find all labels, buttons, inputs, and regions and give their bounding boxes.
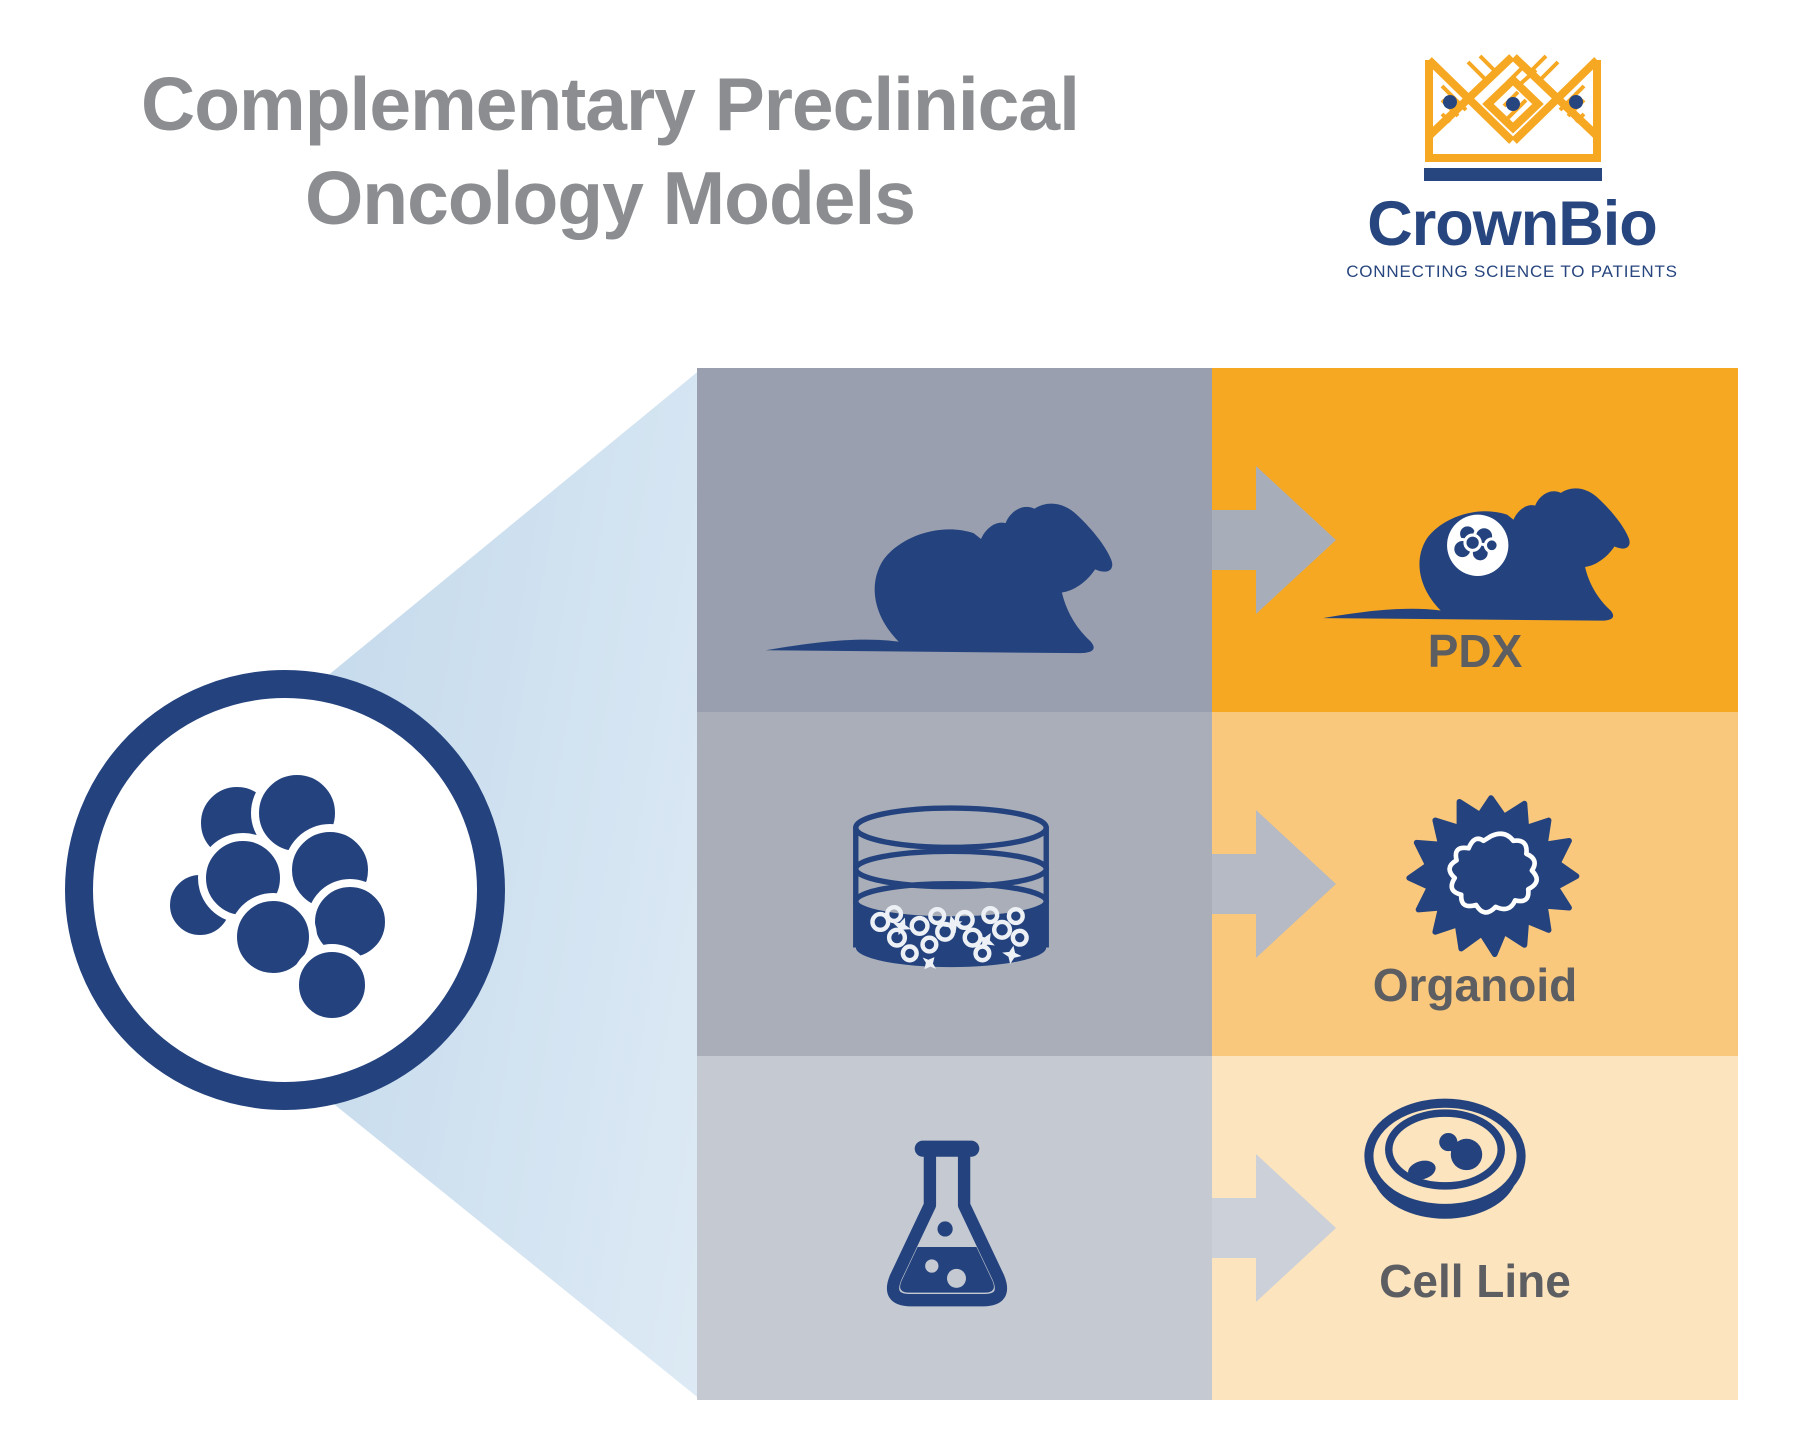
petri-dish-cells-icon <box>1364 1098 1526 1219</box>
pdx-mouse-tumor-icon <box>1323 488 1630 621</box>
organoid-culture-dish-icon <box>853 805 1049 970</box>
model-label-pdx: PDX <box>1427 625 1523 677</box>
logo-tagline: CONNECTING SCIENCE TO PATIENTS <box>1346 262 1678 281</box>
crown-icon <box>1424 54 1602 181</box>
tumor-mini-cluster <box>1451 523 1500 564</box>
model-label-organoid: Organoid <box>1372 959 1578 1011</box>
model-label-cellline: Cell Line <box>1379 1255 1571 1307</box>
organoid-sparkles <box>892 915 1022 970</box>
lab-mouse-icon <box>765 503 1113 654</box>
organoid-icon <box>1406 795 1580 958</box>
flask-bubble <box>925 1259 939 1273</box>
petri-cell-blobs <box>1408 1132 1483 1180</box>
organoid-inner-outline <box>1447 831 1539 915</box>
logo-wordmark: CrownBio <box>1367 189 1657 259</box>
panel-source-cellline <box>697 1056 1212 1400</box>
arrow-icon <box>1212 810 1336 958</box>
title-line1: Complementary Preclinical <box>141 62 1080 146</box>
flask-bubble <box>937 1221 953 1237</box>
arrow-icon <box>1212 1154 1336 1302</box>
tumor-cell-cluster-icon <box>162 767 393 1026</box>
erlenmeyer-flask-icon <box>886 1140 1008 1307</box>
title-line2: Oncology Models <box>304 155 916 240</box>
arrow-icon <box>1212 466 1336 614</box>
organoid-bubbles <box>870 905 1029 963</box>
page-title: Complementary Preclinical Oncology Model… <box>20 58 1200 246</box>
flask-bubble <box>947 1268 966 1288</box>
